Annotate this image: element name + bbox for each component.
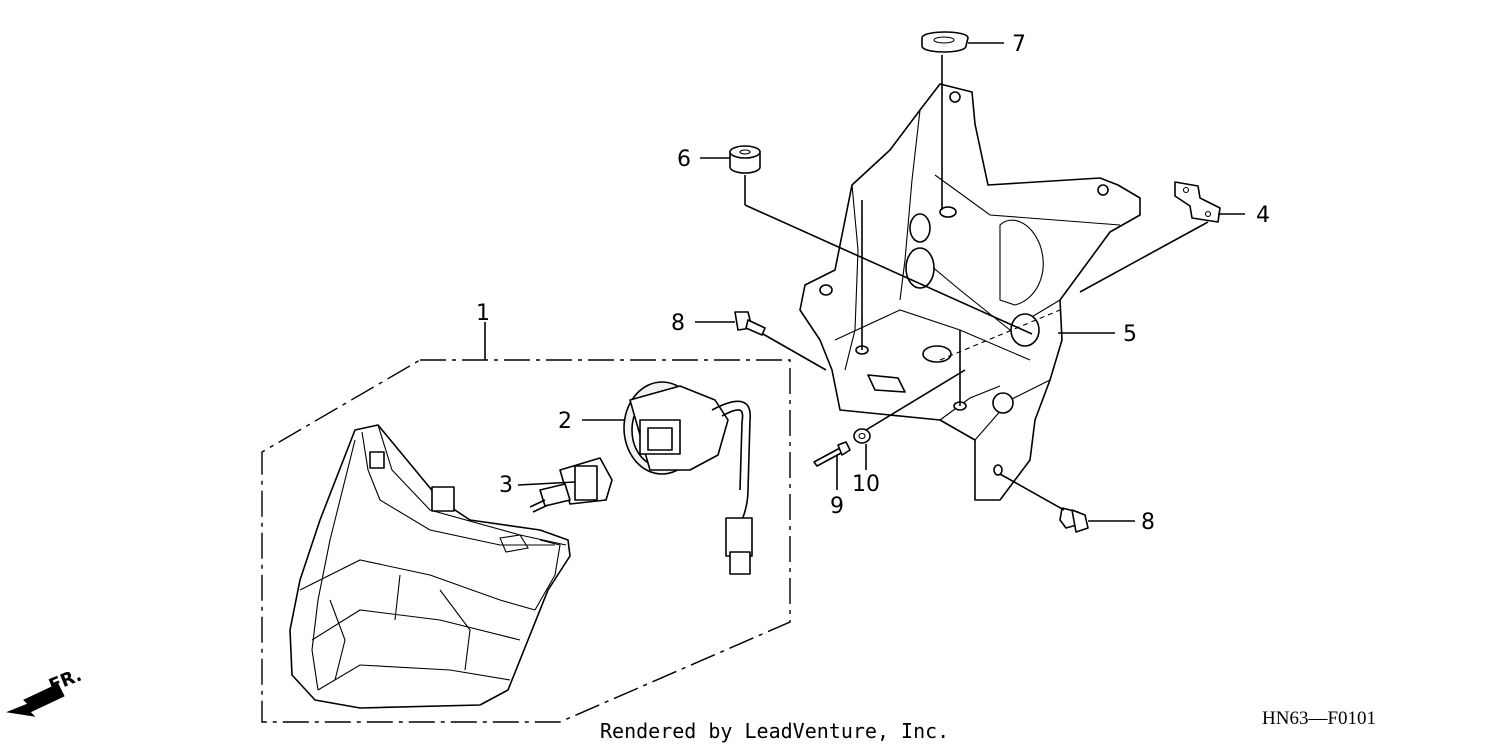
headlight-bracket[interactable]: [799, 83, 1141, 501]
callout-7: 7: [1012, 32, 1026, 57]
leader-lines: [517, 42, 1245, 522]
callout-10: 10: [852, 472, 880, 497]
callout-2: 2: [558, 409, 572, 434]
credit-text: Rendered by LeadVenture, Inc.: [600, 719, 949, 743]
assembly-boundary: [261, 322, 791, 723]
callout-8a: 8: [671, 311, 685, 336]
callout-4: 4: [1256, 203, 1270, 228]
washer[interactable]: [853, 428, 871, 444]
callout-6: 6: [677, 147, 691, 172]
headlight-bulb[interactable]: [529, 457, 613, 513]
bolt-right[interactable]: [1059, 507, 1089, 533]
bracket-clip[interactable]: [1174, 181, 1221, 223]
grommet-large[interactable]: [729, 145, 761, 174]
callout-5: 5: [1123, 322, 1137, 347]
front-label: FR.: [46, 665, 85, 697]
grommet-small[interactable]: [921, 31, 969, 53]
diagram-code: HN63—F0101: [1262, 708, 1376, 729]
headlight-housing[interactable]: [289, 424, 571, 709]
callout-9: 9: [830, 494, 844, 519]
bolt-left[interactable]: [734, 311, 766, 336]
bulb-socket[interactable]: [623, 381, 753, 575]
callout-3: 3: [499, 473, 513, 498]
callout-8b: 8: [1141, 510, 1155, 535]
callout-1: 1: [476, 301, 490, 326]
pin[interactable]: [813, 441, 851, 467]
arrow-down-left-icon: [6, 683, 65, 717]
front-direction-indicator: FR.: [6, 665, 85, 717]
callouts: 1 2 3 4 5 6 7 8 8 9 10: [476, 32, 1270, 535]
